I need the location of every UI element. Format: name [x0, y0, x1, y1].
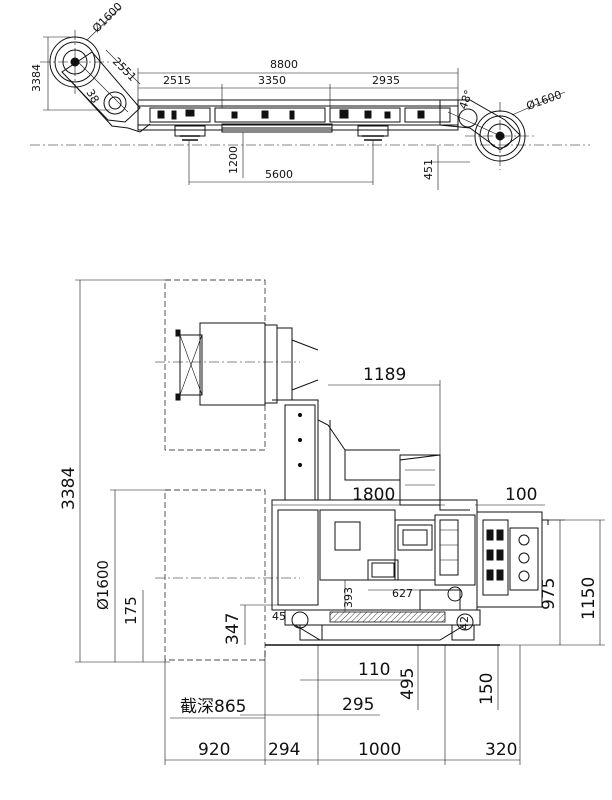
dim-45: 45: [272, 610, 286, 623]
dim-627: 627: [392, 587, 413, 600]
undercarriage: [265, 586, 500, 646]
dim-2935: 2935: [372, 74, 400, 87]
ranging-arm-front: [272, 399, 470, 511]
top-view: 3384 Ø1600 2551 38 8800 2515 3350 2935 4…: [30, 0, 590, 190]
dim-2551: 2551: [110, 55, 139, 84]
main-frame-front: [271, 499, 478, 611]
dim-d1600-front: Ø1600: [94, 560, 112, 610]
dim-38: 38: [83, 87, 101, 106]
dim-347: 347: [223, 613, 243, 645]
dim-3384-front: 3384: [59, 467, 79, 510]
dim-8800: 8800: [270, 58, 298, 71]
dim-495: 495: [398, 668, 418, 700]
dim-320: 320: [485, 740, 517, 760]
dim-451: 451: [422, 159, 435, 180]
dim-cut-depth: 截深865: [180, 697, 246, 717]
dim-1150: 1150: [579, 577, 599, 620]
dim-975: 975: [539, 578, 559, 610]
dim-150: 150: [477, 673, 497, 705]
dim-d1600-left: Ø1600: [90, 0, 125, 35]
control-box-details: [486, 529, 530, 582]
control-box-right: [476, 511, 549, 608]
dim-175: 175: [122, 596, 140, 625]
dim-5600: 5600: [265, 168, 293, 181]
top-view-dimensions: 3384 Ø1600 2551 38 8800 2515 3350 2935 4…: [30, 0, 566, 190]
right-drum: [465, 102, 535, 170]
upper-drum-outline: [155, 279, 319, 451]
dim-110: 110: [358, 660, 390, 680]
dim-3384-top: 3384: [30, 64, 43, 92]
dim-1200: 1200: [227, 146, 240, 174]
left-ranging-arm: [61, 51, 151, 133]
dim-1800: 1800: [352, 485, 395, 505]
front-view: 3384 Ø1600 175 1189 1800 100 975: [59, 279, 605, 765]
dim-393: 393: [342, 587, 355, 608]
dim-295: 295: [342, 695, 374, 715]
dim-100: 100: [505, 485, 537, 505]
dim-294: 294: [268, 740, 300, 760]
dim-1189: 1189: [363, 365, 406, 385]
dim-42: 42: [458, 616, 471, 630]
machine-body-top: [30, 99, 590, 146]
dim-3350: 3350: [258, 74, 286, 87]
dim-1000: 1000: [358, 740, 401, 760]
dim-920: 920: [198, 740, 230, 760]
body-detail-blocks: [157, 109, 425, 120]
dim-48deg: 48°: [457, 88, 476, 111]
dim-2515: 2515: [163, 74, 191, 87]
dim-d1600-right: Ø1600: [525, 88, 564, 113]
front-view-dimensions: 3384 Ø1600 175 1189 1800 100 975: [59, 279, 605, 765]
